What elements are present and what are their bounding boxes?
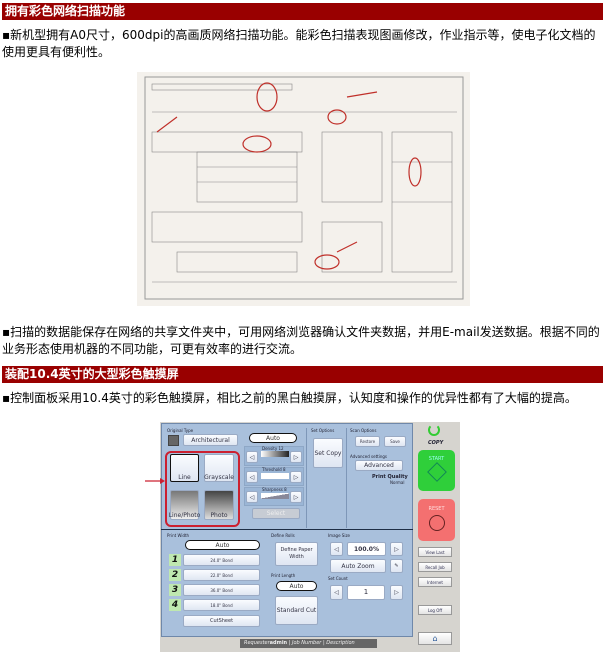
print-quality-label: Print Quality — [372, 474, 408, 480]
set-count-increase-button[interactable]: ▷ — [390, 585, 403, 600]
scan-options-label: Scan Options — [350, 428, 377, 433]
sharpness-label: Sharpness 8 — [262, 487, 287, 492]
image-size-value: 100.0% — [347, 542, 386, 556]
restore-button[interactable]: Restore — [355, 436, 380, 447]
image-size-label: Image Size — [328, 533, 351, 538]
threshold-label: Threshold 8 — [262, 467, 286, 472]
start-button[interactable]: START — [418, 450, 455, 491]
reset-icon — [428, 515, 445, 531]
column-divider — [346, 428, 347, 528]
density-slider[interactable] — [261, 451, 289, 457]
define-paper-width-button[interactable]: Define Paper Width — [275, 542, 318, 566]
column-divider — [306, 428, 307, 528]
start-label: START — [428, 456, 445, 462]
print-width-auto-button[interactable]: Auto — [185, 540, 260, 550]
section-heading-touchscreen: 装配10.4英寸的大型彩色触摸屏 — [2, 366, 603, 383]
view-last-button[interactable]: View Last — [418, 547, 452, 557]
log-off-button[interactable]: Log Off — [418, 605, 452, 615]
roll-number: 4 — [169, 599, 181, 611]
roll-number: 1 — [169, 554, 181, 566]
set-count-decrease-button[interactable]: ◁ — [330, 585, 343, 600]
original-type-highlight — [165, 451, 240, 527]
density-decrease-button[interactable]: ◁ — [246, 451, 258, 463]
print-quality-value: Normal — [390, 480, 405, 485]
sharpness-decrease-button[interactable]: ◁ — [246, 491, 258, 503]
requester-value: admin — [269, 640, 288, 646]
print-length-label: Print Length — [271, 573, 296, 578]
print-width-label: Print Width — [167, 533, 190, 538]
reset-label: RESET — [428, 506, 445, 512]
internet-button[interactable]: Internet — [418, 577, 452, 587]
auto-zoom-button[interactable]: Auto Zoom — [330, 559, 386, 573]
threshold-increase-button[interactable]: ▷ — [290, 471, 302, 483]
cutsheet-button[interactable]: CutSheet — [183, 615, 260, 627]
requester-label: Requester — [244, 640, 270, 646]
type-grayscale-button[interactable]: Grayscale — [204, 454, 234, 482]
copy-label: COPY — [428, 440, 444, 446]
type-line-button[interactable]: Line — [170, 454, 199, 482]
roll-number: 2 — [169, 569, 181, 581]
set-count-value: 1 — [347, 585, 385, 600]
type-grayscale-label: Grayscale — [204, 474, 234, 481]
roll-2-button[interactable]: 22.0" Bond — [183, 569, 260, 581]
print-length-auto-button[interactable]: Auto — [276, 581, 317, 591]
density-auto-button[interactable]: Auto — [249, 433, 297, 443]
roll-4-button[interactable]: 18.0" Bond — [183, 599, 260, 611]
home-button[interactable]: ⌂ — [418, 632, 452, 645]
threshold-slider[interactable] — [261, 473, 289, 479]
recall-job-button[interactable]: Recall Job — [418, 562, 452, 572]
advanced-settings-label: Advanced settings — [350, 454, 387, 459]
description-label: Description — [326, 640, 355, 646]
panel-divider — [161, 529, 413, 530]
section-heading-network-scan: 拥有彩色网络扫描功能 — [2, 3, 603, 20]
density-increase-button[interactable]: ▷ — [290, 451, 302, 463]
density-label: Density 12 — [262, 446, 284, 451]
set-copy-button[interactable]: Set Copy — [313, 438, 343, 468]
blueprint-image — [137, 72, 470, 306]
set-options-label: Set Options — [311, 428, 335, 433]
zoom-option-button[interactable]: ✎ — [390, 559, 403, 573]
type-photo-label: Photo — [210, 512, 228, 519]
reset-button[interactable]: RESET — [418, 499, 455, 541]
image-size-decrease-button[interactable]: ◁ — [330, 542, 343, 556]
disabled-button: Select — [252, 508, 300, 519]
paragraph-touchscreen: ▪控制面板采用10.4英寸的彩色触摸屏，相比之前的黑白触摸屏，认知度和操作的优异… — [2, 391, 577, 405]
standard-cut-button[interactable]: Standard Cut — [275, 596, 318, 625]
copy-status-icon — [428, 424, 440, 436]
advanced-button[interactable]: Advanced — [355, 460, 403, 471]
sharpness-increase-button[interactable]: ▷ — [290, 491, 302, 503]
threshold-decrease-button[interactable]: ◁ — [246, 471, 258, 483]
save-button[interactable]: Save — [384, 436, 406, 447]
original-type-icon — [168, 435, 179, 446]
define-rolls-label: Define Rolls — [271, 533, 295, 538]
type-linephoto-label: Line/Photo — [168, 512, 201, 519]
type-linephoto-button[interactable]: Line/Photo — [168, 490, 201, 520]
status-bar: Requesteradmin | Job Number | Descriptio… — [240, 639, 377, 648]
job-number-label: Job Number — [291, 640, 322, 646]
roll-3-button[interactable]: 36.0" Bond — [183, 584, 260, 596]
set-count-label: Set Count — [328, 576, 348, 581]
type-line-label: Line — [178, 474, 191, 481]
paragraph-scan-intro: ▪新机型拥有A0尺寸，600dpi的高画质网络扫描功能。能彩色扫描表现图画修改，… — [2, 28, 596, 59]
type-photo-button[interactable]: Photo — [204, 490, 234, 520]
image-size-increase-button[interactable]: ▷ — [390, 542, 403, 556]
sharpness-slider[interactable] — [261, 493, 289, 499]
red-arrow-icon — [145, 478, 165, 484]
roll-1-button[interactable]: 24.0" Bond — [183, 554, 260, 566]
roll-number: 3 — [169, 584, 181, 596]
original-type-button[interactable]: Architectural — [183, 434, 238, 446]
paragraph-scan-share: ▪扫描的数据能保存在网络的共享文件夹中，可用网络浏览器确认文件夹数据，并用E-m… — [2, 325, 600, 356]
original-type-label: Original Type — [167, 428, 194, 433]
start-icon — [426, 462, 447, 482]
